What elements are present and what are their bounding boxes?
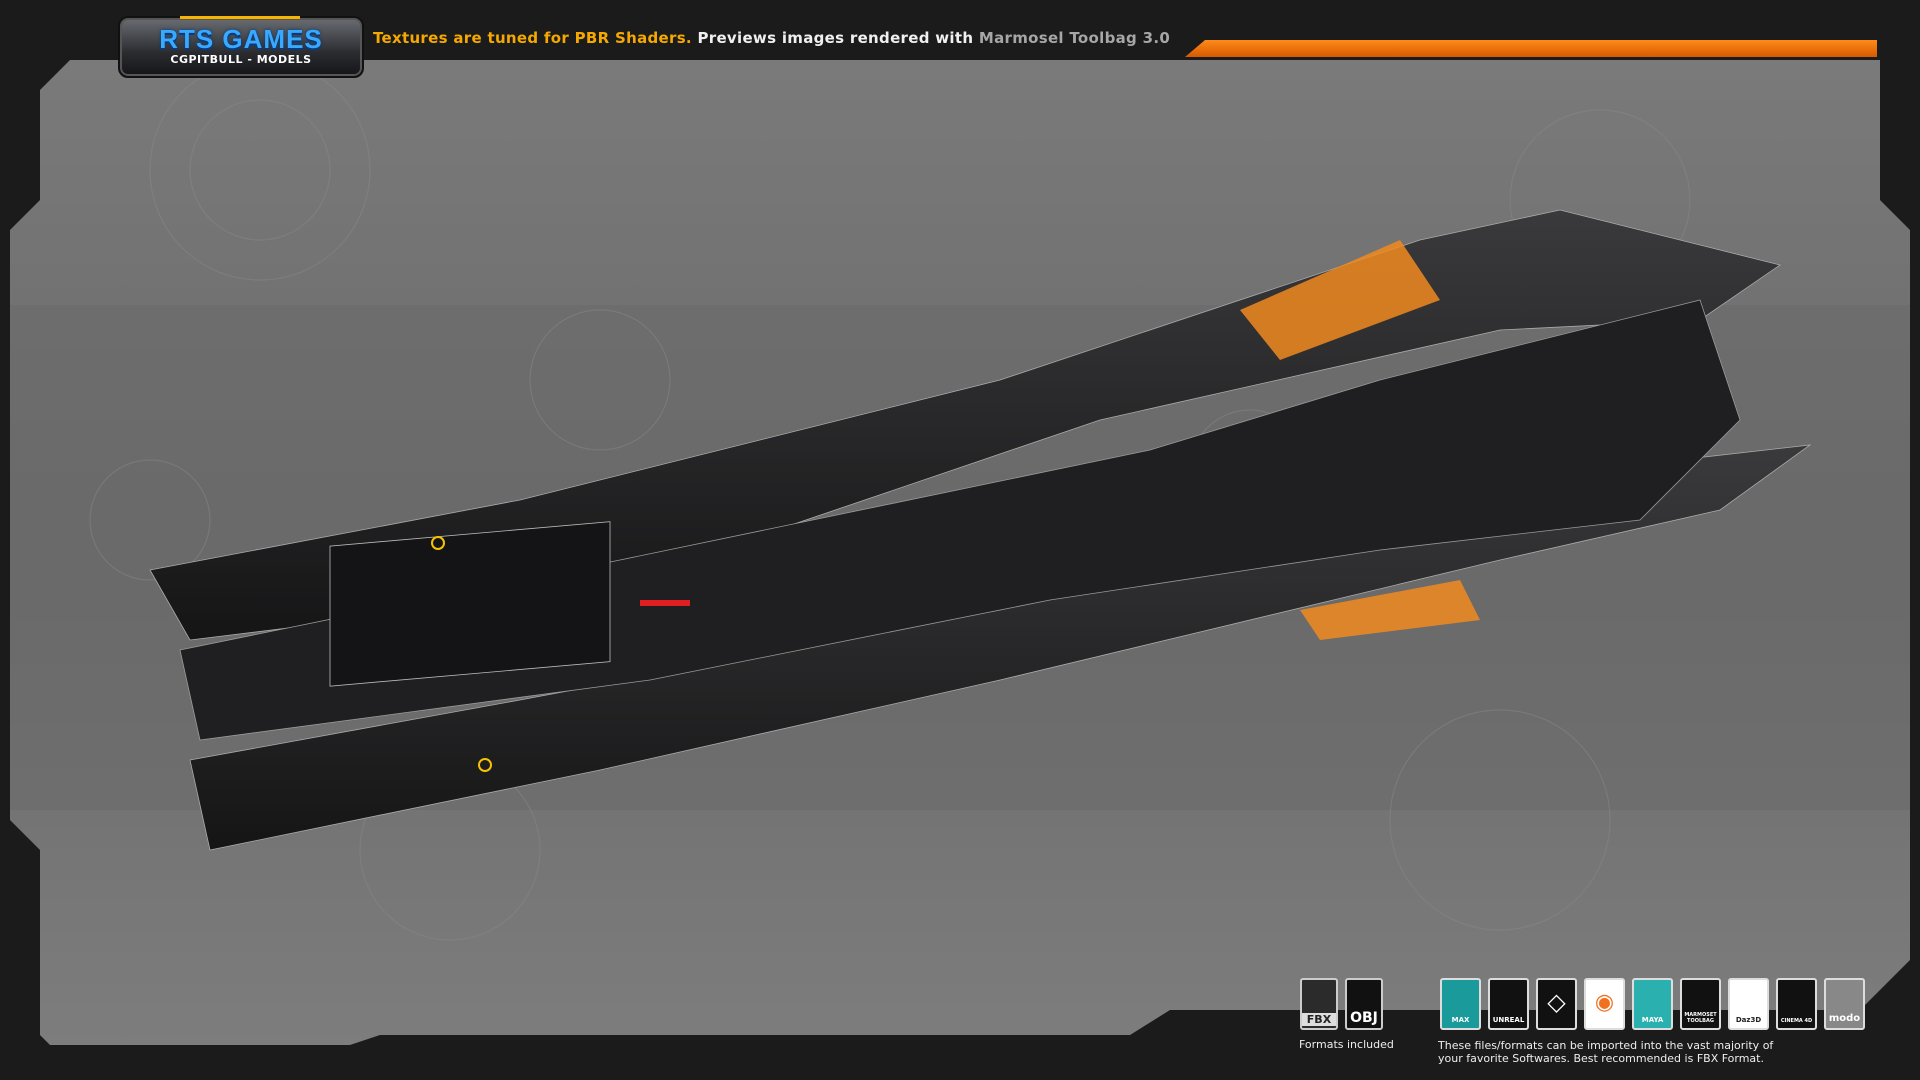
headline-marmoset: Marmosel Toolbag 3.0 — [978, 29, 1171, 47]
obj-icon: OBJ — [1345, 978, 1383, 1030]
orange-accent-bar — [1185, 40, 1877, 57]
logo-subtitle: CGPITBULL - MODELS — [170, 53, 312, 66]
unity-icon: ◇ — [1536, 978, 1577, 1030]
daz3d-icon: Daz3D — [1728, 978, 1769, 1030]
software-icons: MAX UNREAL ◇ ◉ MAYA MARMOSET TOOLBAG Daz… — [1440, 978, 1865, 1030]
blender-icon: ◉ — [1584, 978, 1625, 1030]
spaceship-render — [149, 209, 1812, 851]
headline-previews: Previews images rendered with — [691, 29, 979, 47]
fbx-icon: FBX — [1300, 978, 1338, 1030]
software-caption: These files/formats can be imported into… — [1438, 1039, 1774, 1065]
3dsmax-icon: MAX — [1440, 978, 1481, 1030]
cinema4d-icon: CINEMA 4D — [1776, 978, 1817, 1030]
marmoset-toolbag-icon: MARMOSET TOOLBAG — [1680, 978, 1721, 1030]
formats-icons: FBX OBJ — [1300, 978, 1383, 1030]
headline-pbr: Textures are tuned for PBR Shaders. — [373, 29, 692, 47]
unreal-icon: UNREAL — [1488, 978, 1529, 1030]
headline: Textures are tuned for PBR Shaders. Prev… — [373, 29, 1170, 47]
maya-icon: MAYA — [1632, 978, 1673, 1030]
rts-games-logo: RTS GAMES CGPITBULL - MODELS — [118, 16, 364, 78]
modo-icon: modo — [1824, 978, 1865, 1030]
formats-caption: Formats included — [1299, 1038, 1394, 1051]
logo-title: RTS GAMES — [159, 24, 323, 54]
